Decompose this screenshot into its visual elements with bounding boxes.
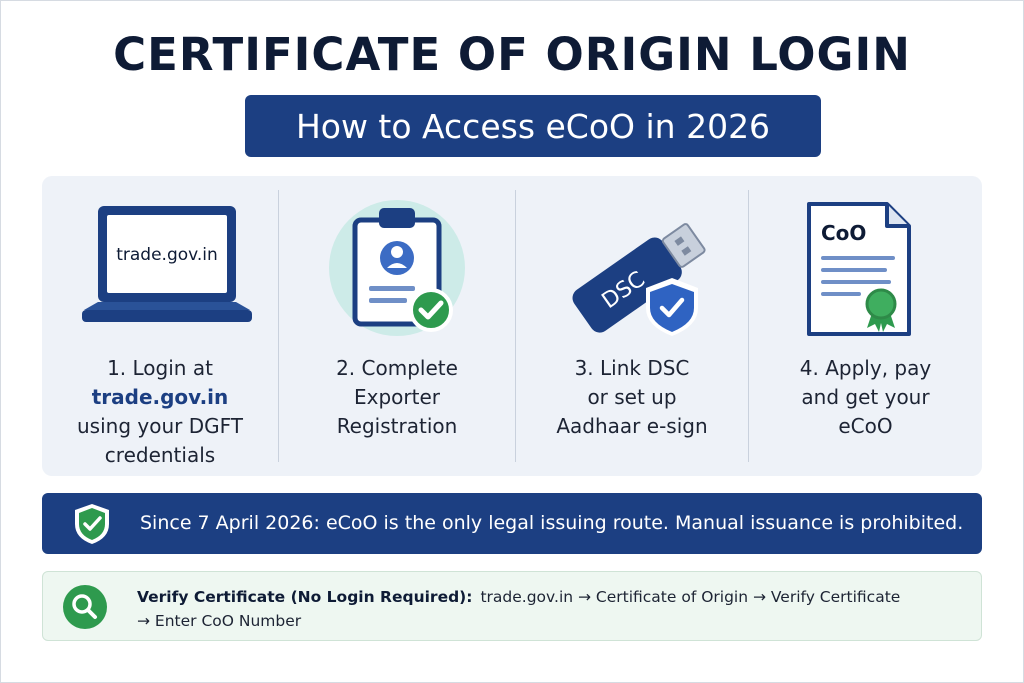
step-4-line2: and get your (801, 385, 930, 409)
step-1: trade.gov.in 1. Login at trade.gov.in us… (42, 176, 278, 476)
laptop-screen-text: trade.gov.in (116, 245, 218, 265)
notice-text: Since 7 April 2026: eCoO is the only leg… (140, 512, 964, 534)
certificate-icon: CoO (807, 202, 911, 336)
page-title: CERTIFICATE OF ORIGIN LOGIN (113, 28, 911, 81)
notice-bar: Since 7 April 2026: eCoO is the only leg… (42, 493, 982, 554)
verify-box: Verify Certificate (No Login Required): t… (42, 571, 982, 641)
doc-label: CoO (821, 221, 866, 245)
step-1-line3: credentials (104, 443, 216, 467)
verify-path-2: → Enter CoO Number (137, 612, 302, 630)
subtitle-text: How to Access eCoO in 2026 (295, 106, 771, 146)
step-divider (748, 190, 749, 462)
laptop-icon: trade.gov.in (82, 206, 252, 322)
subtitle-banner: How to Access eCoO in 2026 (245, 95, 821, 157)
step-1-line1: 1. Login at (107, 356, 213, 380)
search-icon[interactable] (62, 584, 108, 630)
step-1-text: 1. Login at trade.gov.in using your DGFT… (42, 354, 278, 470)
step-1-link[interactable]: trade.gov.in (91, 385, 229, 409)
step-4: CoO 4. Apply, pay and get your eCoO (749, 176, 982, 476)
step-3-line1: 3. Link DSC (574, 356, 690, 380)
step-3-line3: Aadhaar e-sign (556, 414, 708, 438)
clipboard-check-icon (329, 200, 465, 336)
step-4-text: 4. Apply, pay and get your eCoO (749, 354, 982, 441)
verify-line-1: Verify Certificate (No Login Required): t… (137, 588, 900, 606)
step-divider (515, 190, 516, 462)
step-1-line2: using your DGFT (77, 414, 243, 438)
step-2-line3: Registration (336, 414, 458, 438)
step-3-text: 3. Link DSC or set up Aadhaar e-sign (516, 354, 748, 441)
step-2-line2: Exporter (354, 385, 440, 409)
step-2-line1: 2. Complete (336, 356, 458, 380)
usb-shield-icon: DSC (572, 223, 706, 336)
verify-path-1: trade.gov.in → Certificate of Origin → V… (480, 588, 901, 606)
step-2-text: 2. Complete Exporter Registration (279, 354, 515, 441)
verify-label: Verify Certificate (No Login Required): (137, 588, 473, 606)
step-divider (278, 190, 279, 462)
step-2: 2. Complete Exporter Registration (279, 176, 515, 476)
shield-check-icon (75, 504, 109, 544)
steps-panel: trade.gov.in 1. Login at trade.gov.in us… (42, 176, 982, 476)
step-3: DSC 3. Link DSC or set up Aadhaar e-sign (516, 176, 748, 476)
step-4-line3: eCoO (838, 414, 893, 438)
step-3-line2: or set up (587, 385, 677, 409)
step-4-line1: 4. Apply, pay (799, 356, 932, 380)
